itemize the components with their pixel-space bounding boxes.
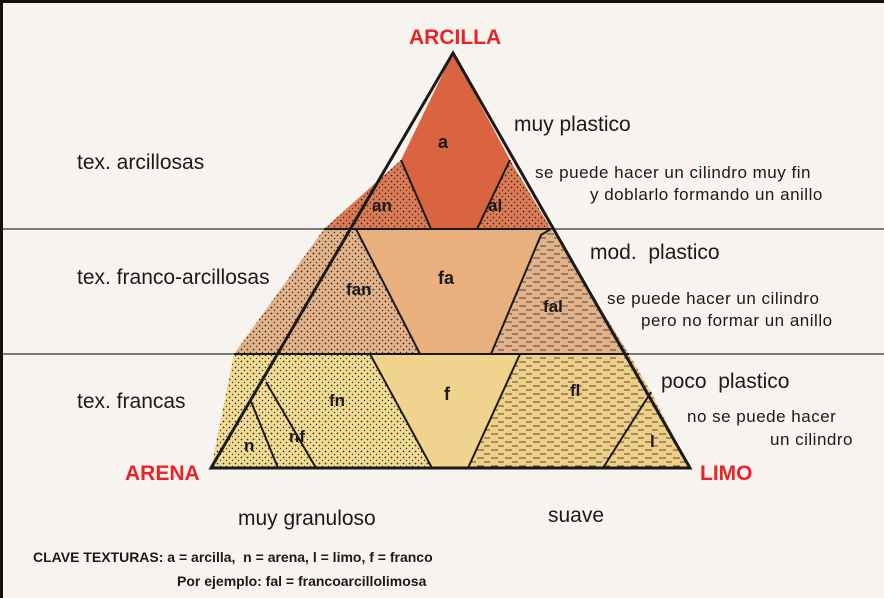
- region-label-l: l: [650, 432, 655, 451]
- frame-border-left: [0, 0, 3, 598]
- region-label-an: an: [372, 196, 392, 215]
- region-borders: [234, 159, 652, 469]
- region-fl-dashes: [468, 354, 651, 468]
- label-muy-granuloso: muy granuloso: [238, 507, 376, 530]
- region-label-n: n: [244, 436, 255, 455]
- note-poco-plastico-2: un cilindro: [770, 430, 853, 449]
- key-line-1: CLAVE TEXTURAS: a = arcilla, n = arena, …: [33, 549, 433, 565]
- region-nf-dots: [250, 382, 316, 468]
- region-a: [401, 53, 510, 229]
- label-suave: suave: [548, 504, 605, 527]
- region-label-nf: nf: [289, 427, 306, 446]
- label-poco-plastico: poco plastico: [661, 370, 790, 393]
- corner-label-arcilla: ARCILLA: [409, 26, 502, 49]
- region-l-dashes: [603, 392, 690, 468]
- frame-border-top: [0, 0, 884, 3]
- region-label-fn: fn: [329, 391, 346, 410]
- region-al-dots: [477, 160, 551, 229]
- triangle-outline: [208, 49, 693, 470]
- key-line-2: Por ejemplo: fal = francoarcillolimosa: [177, 573, 427, 589]
- region-label-fl: fl: [570, 381, 581, 400]
- label-mod-plastico: mod. plastico: [590, 241, 720, 264]
- region-label-al: al: [488, 196, 503, 215]
- note-muy-plastico-1: se puede hacer un cilindro muy fin: [535, 163, 811, 182]
- note-mod-plastico-2: pero no formar un anillo: [641, 311, 833, 330]
- region-label-fan: fan: [346, 280, 372, 299]
- region-label-f: f: [444, 384, 450, 404]
- label-tex-arcillosas: tex. arcillosas: [77, 151, 205, 174]
- region-label-a: a: [438, 132, 449, 152]
- corner-label-limo: LIMO: [700, 462, 753, 485]
- region-fan-dots: [234, 229, 420, 354]
- corner-label-arena: ARENA: [125, 462, 200, 485]
- label-muy-plastico: muy plastico: [514, 113, 631, 136]
- note-mod-plastico-1: se puede hacer un cilindro: [607, 289, 820, 308]
- note-muy-plastico-2: y doblarlo formando un anillo: [590, 185, 823, 204]
- note-poco-plastico-1: no se puede hacer: [687, 407, 837, 426]
- region-an-dots: [324, 160, 431, 229]
- label-tex-francas: tex. francas: [77, 390, 186, 413]
- region-label-fal: fal: [543, 297, 563, 316]
- label-tex-franco-arcillosas: tex. franco-arcillosas: [77, 266, 270, 289]
- region-fal-dashes: [491, 229, 629, 354]
- region-label-fa: fa: [438, 268, 455, 288]
- region-f: [370, 354, 520, 468]
